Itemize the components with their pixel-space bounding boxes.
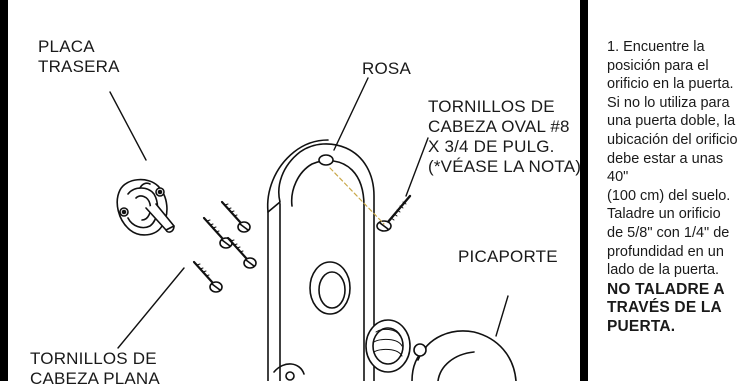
label-oval-screws-line-1: TORNILLOS DE: [428, 97, 555, 116]
label-flat-screws-line-2: CABEZA PLANA: [30, 369, 160, 388]
left-frame-border: [0, 0, 8, 381]
right-frame-border: [580, 0, 588, 381]
label-oval-screws: TORNILLOS DE CABEZA OVAL #8 X 3/4 DE PUL…: [428, 97, 581, 177]
label-flat-screws-line-1: TORNILLOS DE: [30, 349, 157, 368]
latch-illustration: [365, 319, 517, 381]
label-flat-screws: TORNILLOS DE CABEZA PLANA: [30, 349, 160, 389]
label-rosette-text: ROSA: [362, 59, 411, 78]
label-backplate-line-1: PLACA: [38, 37, 95, 56]
diagram-drawing: [109, 77, 517, 381]
instruction-warning: NO TALADRE A TRAVÉS DE LA PUERTA.: [607, 280, 725, 335]
label-backplate-line-2: TRASERA: [38, 57, 120, 76]
label-oval-screws-line-4: (*VÉASE LA NOTA): [428, 157, 582, 176]
label-latch-text: PICAPORTE: [458, 247, 558, 266]
label-rosette: ROSA: [362, 59, 411, 79]
flat-screws-illustration: [192, 200, 257, 293]
instructions-panel: 1. Encuentre la posición para el orifici…: [607, 38, 740, 337]
backplate-illustration: [116, 178, 175, 236]
rosette-illustration: [266, 139, 375, 381]
label-oval-screws-line-2: CABEZA OVAL #8: [428, 117, 570, 136]
label-backplate: PLACA TRASERA: [38, 37, 120, 77]
exploded-diagram: PLACA TRASERA ROSA TORNILLOS DE CABEZA O…: [8, 0, 581, 388]
instruction-step-1: 1. Encuentre la posición para el orifici…: [607, 39, 738, 279]
label-latch: PICAPORTE: [458, 247, 558, 267]
label-oval-screws-line-3: X 3/4 DE PULG.: [428, 137, 555, 156]
oval-screw-illustration: [376, 194, 412, 232]
